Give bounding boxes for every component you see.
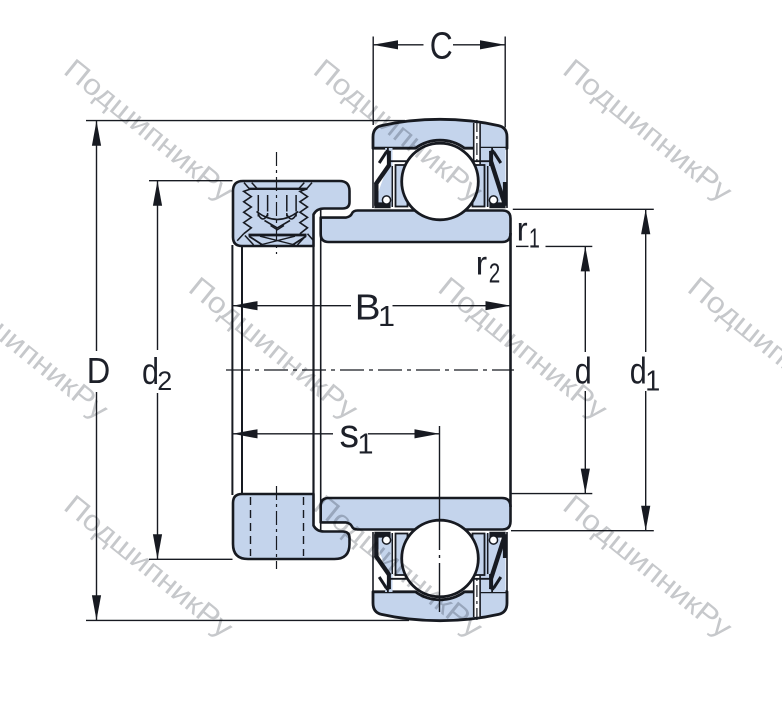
svg-text:1: 1	[358, 429, 374, 461]
svg-text:s: s	[340, 412, 360, 456]
svg-text:r: r	[476, 245, 488, 282]
svg-text:d: d	[142, 351, 159, 392]
svg-text:C: C	[430, 25, 453, 68]
svg-text:2: 2	[489, 257, 501, 288]
svg-text:d: d	[630, 351, 647, 392]
svg-text:1: 1	[529, 223, 540, 254]
svg-text:D: D	[87, 350, 111, 391]
svg-text:d: d	[575, 351, 592, 392]
svg-text:1: 1	[645, 366, 660, 398]
svg-text:B: B	[355, 287, 381, 328]
svg-text:1: 1	[378, 301, 395, 333]
svg-text:2: 2	[157, 366, 172, 396]
svg-text:r: r	[517, 211, 528, 248]
